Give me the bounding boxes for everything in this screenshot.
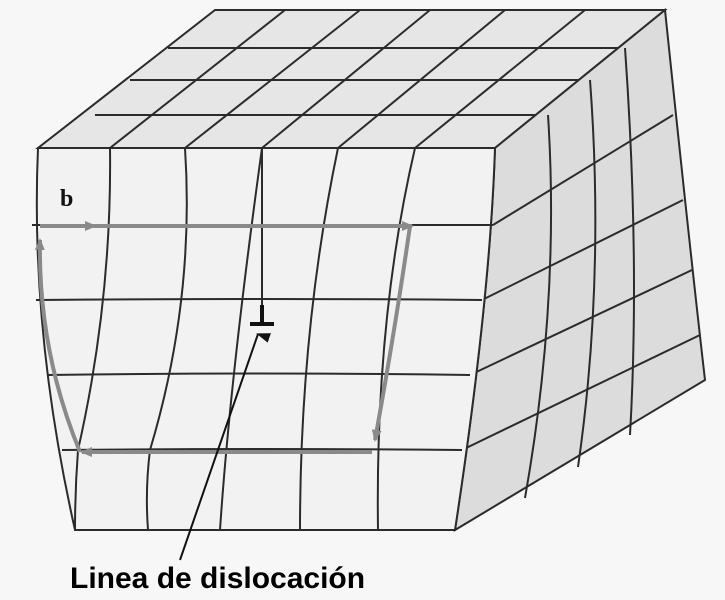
dislocation-pointer: [179, 333, 271, 561]
dislocation-line-caption: Linea de dislocación: [70, 562, 366, 595]
burgers-vector-label: b: [60, 186, 73, 212]
dislocation-symbol: [250, 305, 274, 326]
front-face: [32, 147, 497, 531]
side-face: [453, 8, 707, 532]
burgers-circuit: [34, 221, 414, 457]
